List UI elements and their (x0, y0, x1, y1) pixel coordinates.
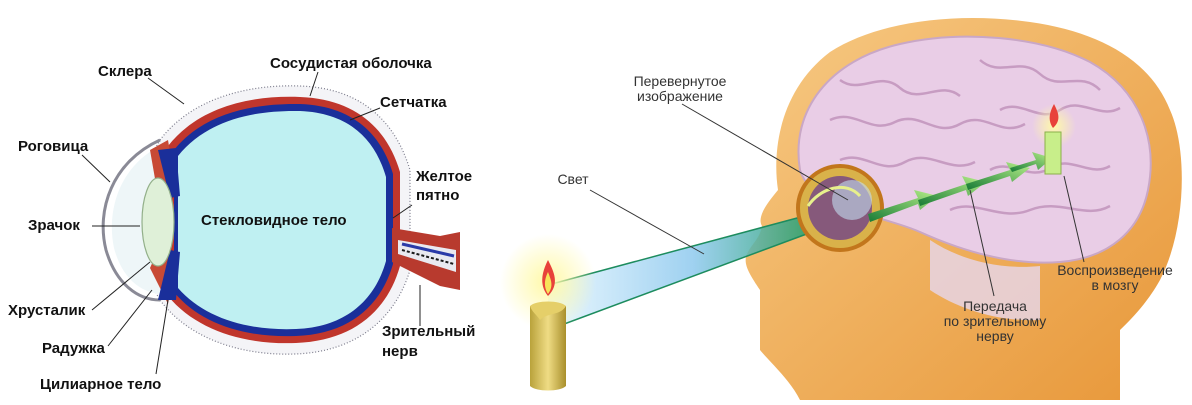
label-transmission-line3: нерву (930, 329, 1060, 343)
label-choroid: Сосудистая оболочка (270, 55, 432, 72)
label-optic-nerve-line1: Зрительный (382, 323, 475, 340)
brain-candle (1045, 132, 1061, 174)
label-transmission-line1: Передача (930, 299, 1060, 313)
label-pupil: Зрачок (28, 217, 80, 234)
label-inverted-line2: изображение (620, 89, 740, 103)
label-cornea: Роговица (18, 138, 88, 155)
vision-illustration (500, 18, 1182, 400)
label-macula-line1: Желтое (416, 168, 472, 185)
label-brain-line1: Воспроизведение (1040, 263, 1190, 277)
lens (142, 178, 174, 266)
label-ciliary: Цилиарное тело (40, 376, 161, 393)
label-macula-line2: пятно (416, 187, 459, 204)
label-inverted-line1: Перевернутое (620, 74, 740, 88)
label-transmission-line2: по зрительному (930, 314, 1060, 328)
label-optic-nerve-line2: нерв (382, 343, 418, 360)
label-vitreous: Стекловидное тело (201, 212, 347, 229)
label-lens: Хрусталик (8, 302, 85, 319)
label-iris: Радужка (42, 340, 105, 357)
candle-body (530, 306, 566, 391)
label-light: Свет (548, 172, 598, 186)
label-brain-line2: в мозгу (1040, 278, 1190, 292)
label-sclera: Склера (98, 63, 152, 80)
label-retina: Сетчатка (380, 94, 447, 111)
